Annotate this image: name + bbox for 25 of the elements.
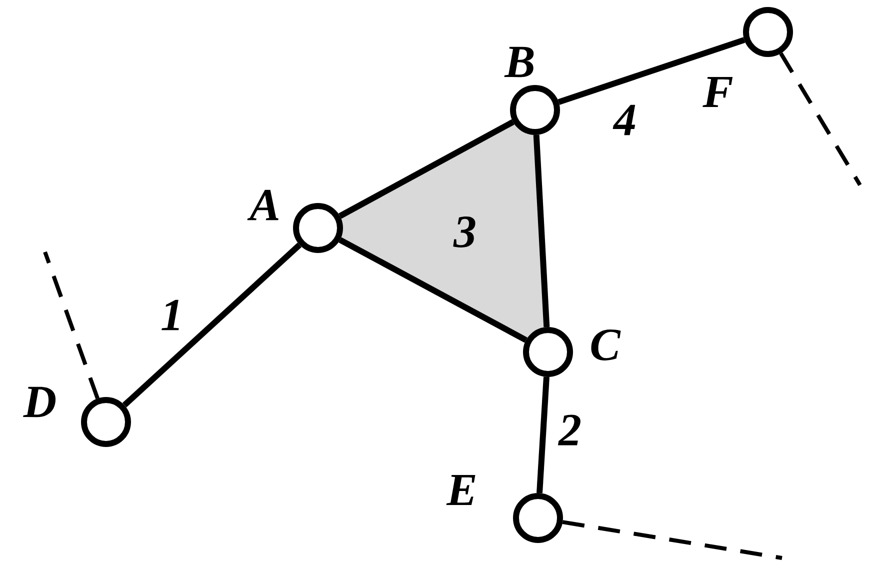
link-line [338, 119, 514, 219]
link-line [533, 134, 550, 328]
joint-circle [513, 493, 563, 543]
link-line [338, 237, 528, 343]
joint-circle [743, 7, 793, 57]
dashed-link [43, 251, 100, 400]
joint-letter: A [247, 190, 278, 220]
link-number: 4 [612, 104, 638, 136]
joint-circle [510, 85, 560, 135]
link-line [558, 37, 746, 105]
joint-letter: F [702, 76, 733, 108]
link-number: 2 [558, 414, 582, 446]
link-number: 3 [453, 216, 476, 248]
dashed-link [779, 52, 862, 186]
link-line [122, 242, 302, 408]
link-line [536, 376, 550, 494]
joint-letter: E [446, 474, 476, 506]
joint-circle [293, 203, 343, 253]
joint-letter: C [591, 330, 621, 360]
dashed-link [562, 520, 782, 560]
joint-circle [81, 397, 131, 447]
joint-circle [523, 327, 573, 377]
joint-letter: B [504, 46, 534, 78]
link-number: 1 [160, 298, 184, 332]
joint-letter: D [23, 386, 56, 418]
